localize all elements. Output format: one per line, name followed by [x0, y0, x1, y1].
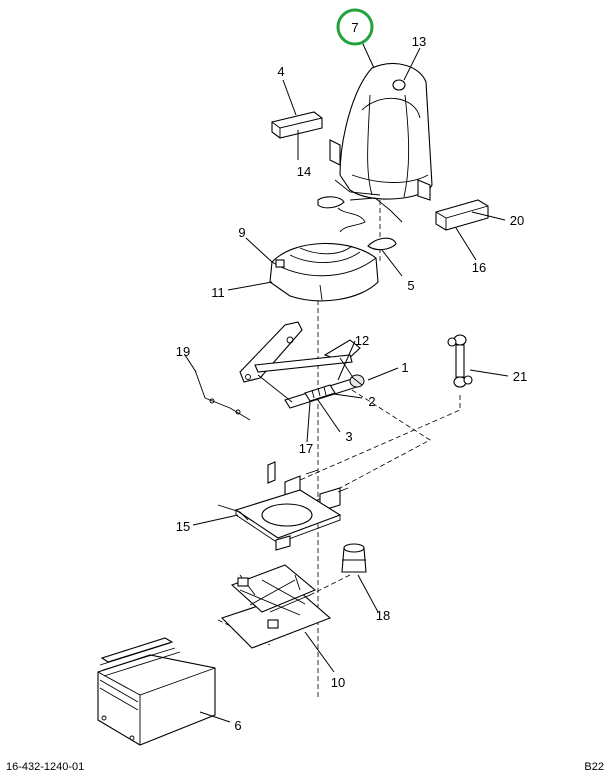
callout-2[interactable]: 2 — [368, 394, 375, 409]
callout-13[interactable]: 13 — [412, 34, 426, 49]
callout-7[interactable]: 7 — [351, 20, 358, 35]
callout-4[interactable]: 4 — [277, 64, 284, 79]
shock-absorber[interactable] — [447, 334, 473, 388]
latch-assembly — [304, 384, 336, 402]
callout-16[interactable]: 16 — [472, 260, 486, 275]
right-armrest[interactable] — [435, 199, 489, 231]
release-cable — [194, 369, 251, 421]
seat-back[interactable] — [329, 63, 433, 201]
leader-lines — [184, 41, 509, 723]
document-number: 16-432-1240-01 — [6, 761, 84, 773]
seat-riser-base[interactable] — [97, 637, 216, 746]
headrest-knob-icon — [392, 79, 406, 91]
callout-12[interactable]: 12 — [355, 333, 369, 348]
callout-5[interactable]: 5 — [407, 278, 414, 293]
swivel-plate[interactable] — [217, 489, 342, 551]
callout-21[interactable]: 21 — [513, 369, 527, 384]
callout-labels: 7 13 4 14 20 16 9 11 5 12 1 2 3 17 19 21… — [176, 20, 527, 733]
callout-17[interactable]: 17 — [299, 441, 313, 456]
callout-19[interactable]: 19 — [176, 344, 190, 359]
callout-18[interactable]: 18 — [376, 608, 390, 623]
page-code: B22 — [584, 761, 604, 773]
suspension-scissor[interactable] — [220, 564, 332, 649]
callout-3[interactable]: 3 — [345, 429, 352, 444]
callout-20[interactable]: 20 — [510, 213, 524, 228]
seat-frame[interactable] — [239, 321, 361, 409]
left-armrest[interactable] — [271, 111, 323, 139]
callout-14[interactable]: 14 — [297, 164, 311, 179]
callout-15[interactable]: 15 — [176, 519, 190, 534]
callout-9[interactable]: 9 — [238, 225, 245, 240]
callout-11[interactable]: 11 — [211, 285, 225, 300]
cushion-fastener-icon — [275, 259, 285, 268]
highlight-ring — [336, 8, 374, 46]
callout-1[interactable]: 1 — [401, 360, 408, 375]
adjustment-knob[interactable] — [349, 374, 365, 388]
recline-hardware — [317, 179, 403, 251]
seat-cushion[interactable] — [269, 242, 379, 302]
air-spring[interactable] — [341, 543, 367, 573]
callout-10[interactable]: 10 — [331, 675, 345, 690]
callout-6[interactable]: 6 — [234, 718, 241, 733]
assembly-dash-lines — [217, 200, 461, 700]
